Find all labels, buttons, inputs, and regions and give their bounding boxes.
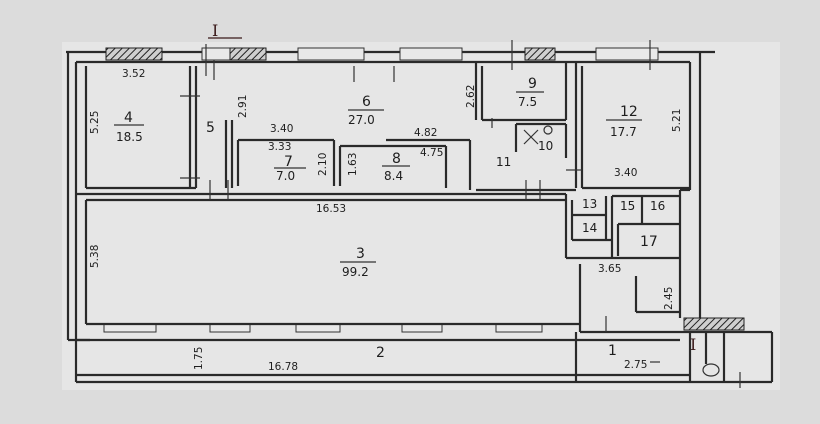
room-area-7: 7.0: [276, 169, 295, 183]
section-marker-bottom: I: [690, 335, 696, 354]
dimension-label: 2.91: [237, 95, 249, 118]
dimension-label: 4.75: [420, 147, 443, 159]
room-number-13: 13: [582, 197, 597, 211]
dimension-label: 1.63: [347, 153, 359, 176]
room-number-9: 9: [528, 76, 537, 92]
room-number-5: 5: [206, 120, 215, 136]
room-number-16: 16: [650, 199, 665, 213]
dimension-label: 3.40: [614, 167, 637, 179]
room-numbers: 4 5 6 7 8 9 10 11 12 3 13 14 15 16 17 2 …: [124, 76, 665, 361]
room-number-17: 17: [640, 234, 658, 250]
outer-walls: [66, 50, 774, 384]
dimension-label: 3.52: [122, 68, 145, 80]
windows-top: [105, 47, 659, 61]
room-number-8: 8: [392, 151, 401, 167]
room-number-7: 7: [284, 154, 293, 170]
room-number-6: 6: [362, 94, 371, 110]
section-marker: I I: [208, 21, 696, 354]
room-area-9: 7.5: [518, 95, 537, 109]
section-marker-top: I: [212, 21, 218, 40]
paper-sheet: [62, 42, 780, 390]
room-area-3: 99.2: [342, 265, 369, 279]
dimension-label: 16.53: [316, 203, 346, 215]
room-area-4: 18.5: [116, 130, 143, 144]
room-number-1: 1: [608, 343, 617, 359]
room-area-6: 27.0: [348, 113, 375, 127]
room-number-10: 10: [538, 139, 553, 153]
dimension-label: 4.82: [414, 127, 437, 139]
dimension-label: 3.33: [268, 141, 291, 153]
dimension-labels: 3.52 5.25 2.91 3.40 3.33 2.10 1.63 4.82 …: [89, 68, 683, 373]
dimension-label: 3.40: [270, 123, 293, 135]
room-number-2: 2: [376, 345, 385, 361]
room-areas: 18.5 27.0 7.0 8.4 7.5 17.7 99.2: [114, 91, 642, 279]
dimension-label: 5.38: [89, 245, 101, 268]
door-ticks: [180, 40, 741, 388]
room-number-15: 15: [620, 199, 635, 213]
room-area-12: 17.7: [610, 125, 637, 139]
dimension-label: 2.45: [663, 287, 675, 310]
dimension-label: 1.75: [193, 347, 205, 370]
dimension-label: 2.75: [624, 359, 647, 371]
room-number-11: 11: [496, 155, 511, 169]
interior-walls: [76, 62, 726, 382]
dimension-label: 5.21: [671, 109, 683, 132]
room-number-12: 12: [620, 104, 638, 120]
dimension-label: 2.10: [317, 153, 329, 176]
room-number-14: 14: [582, 221, 597, 235]
dimension-label: 3.65: [598, 263, 621, 275]
dimension-label: 16.78: [268, 361, 298, 373]
room-number-4: 4: [124, 110, 133, 126]
dimension-label: 2.62: [465, 85, 477, 108]
room-number-3: 3: [356, 246, 365, 262]
room-area-8: 8.4: [384, 169, 403, 183]
dimension-label: 5.25: [89, 111, 101, 134]
